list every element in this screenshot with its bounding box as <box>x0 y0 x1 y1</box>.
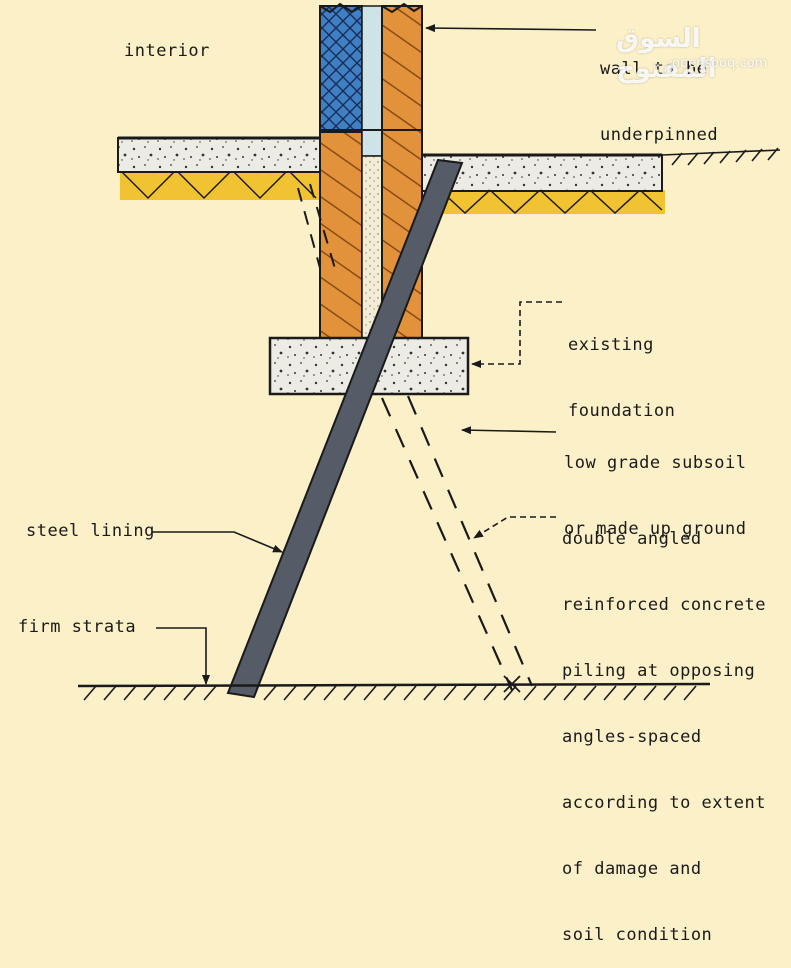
label-existing-foundation: existing foundation <box>568 290 675 444</box>
cavity-upper <box>361 5 383 157</box>
label-interior: interior <box>124 41 210 61</box>
insulation-left <box>119 168 320 200</box>
leader-firm <box>156 627 210 685</box>
watermark-arabic: السوق المفتوح <box>616 24 717 84</box>
underpinning-diagram: interior wall to be underpinned existing… <box>18 2 781 945</box>
label-line: foundation <box>568 401 676 421</box>
leader-subsoil <box>461 426 557 435</box>
label-piling: double angled reinforced concrete piling… <box>562 484 766 968</box>
label-firm-strata: firm strata <box>18 617 137 637</box>
watermark-latin: opensooq.com <box>672 56 768 71</box>
leader-steel <box>152 531 283 553</box>
label-line: according to extent <box>562 793 766 813</box>
insulation-right <box>439 188 665 215</box>
firm-strata-line <box>77 682 711 701</box>
label-line: low grade subsoil <box>564 453 747 473</box>
label-steel-lining: steel lining <box>26 521 155 541</box>
label-line: angles-spaced <box>562 727 702 747</box>
floor-slab-left <box>117 137 324 173</box>
label-line: existing <box>568 335 654 355</box>
label-line: soil condition <box>562 925 713 945</box>
dashed-pile-left <box>297 183 337 273</box>
blockwork-leaf <box>319 5 363 131</box>
steel-lining-pile <box>226 158 464 699</box>
label-line: wall to be <box>600 59 708 79</box>
label-line: double angled <box>562 529 702 549</box>
diagram-canvas <box>77 2 781 701</box>
ground-surface <box>661 147 781 166</box>
label-line: underpinned <box>600 125 719 145</box>
leader-foundation <box>471 301 562 368</box>
label-line: reinforced concrete <box>562 595 766 615</box>
label-line: piling at opposing <box>562 661 756 681</box>
label-subsoil: low grade subsoil or made up ground <box>564 408 747 562</box>
label-line: of damage and <box>562 859 702 879</box>
leader-lines <box>152 24 597 685</box>
label-line: or made up ground <box>564 519 747 539</box>
dashed-pile-right <box>380 395 534 691</box>
brick-leaf-inner <box>319 131 363 339</box>
leader-wall <box>425 24 597 33</box>
label-wall-underpinned: wall to be underpinned <box>600 14 718 168</box>
leader-piling <box>473 516 556 539</box>
